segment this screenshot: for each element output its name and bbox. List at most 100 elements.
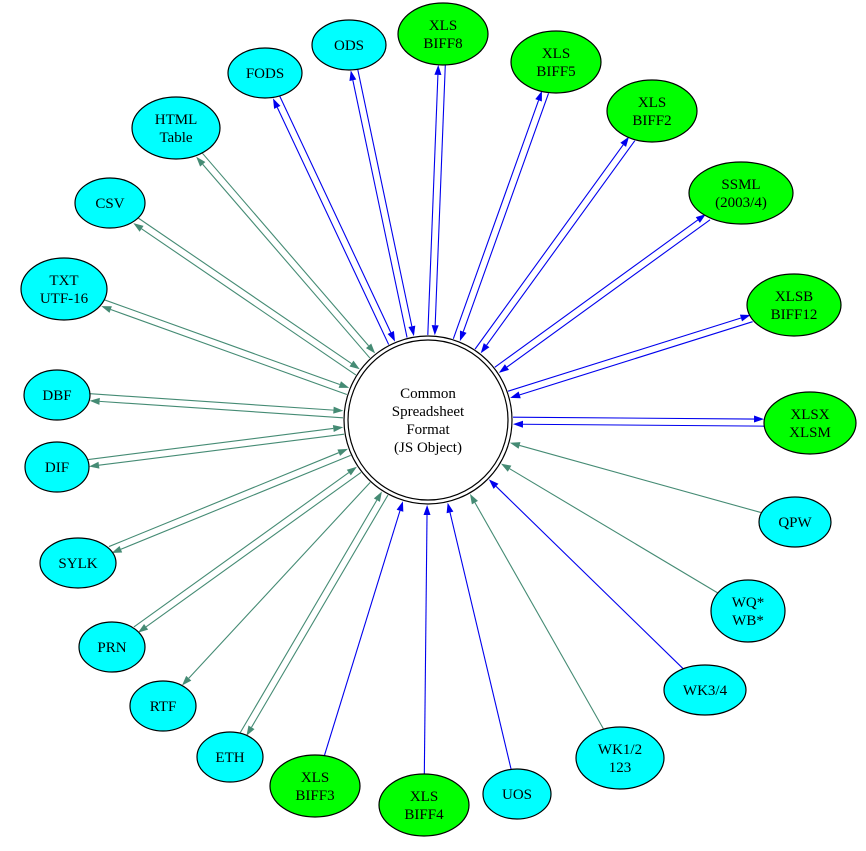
edge-xlsb-read: [519, 321, 753, 396]
node-ellipse-rtf: [129, 680, 197, 732]
node-label-dbf: DBF: [42, 388, 71, 404]
arrowhead-xls-biff2-read: [480, 343, 490, 354]
edge-ods-write: [352, 80, 408, 338]
arrowhead-csv-write: [133, 223, 144, 232]
node-label-qpw: QPW: [778, 515, 812, 531]
edge-rtf-write: [188, 481, 371, 679]
arrowhead-wk34-read: [488, 479, 499, 489]
node-ellipse-dbf: [23, 369, 91, 421]
center-outer-circle: [343, 335, 513, 505]
node-uos: UOS: [482, 768, 552, 820]
arrowhead-ssml-write: [695, 214, 706, 223]
node-ellipse-xlsx: [763, 391, 857, 455]
edge-dif-read: [88, 427, 334, 461]
arrowhead-wk12-read: [469, 493, 478, 505]
edge-html-table-read: [201, 151, 369, 347]
edge-csv-write: [141, 228, 357, 376]
edge-eth-read: [239, 499, 378, 733]
edge-wk34-read: [495, 485, 684, 670]
node-ellipse-uos: [482, 768, 552, 820]
edge-xls-biff5-write: [452, 100, 540, 339]
edge-sylk-write: [120, 454, 351, 550]
node-rtf: RTF: [129, 680, 197, 732]
edge-xlsx-write: [513, 416, 755, 420]
node-ellipse-qpw: [758, 496, 832, 548]
center-inner-circle: [347, 339, 509, 501]
arrowhead-xls-biff5-write: [535, 90, 542, 102]
node-ellipse-xls-biff8: [397, 2, 489, 66]
arrowhead-xls-biff8-write: [434, 64, 442, 75]
arrowhead-sylk-read: [337, 448, 348, 456]
node-ellipse-txt: [20, 257, 108, 321]
node-fods: FODS: [227, 47, 303, 99]
node-wq-wb: WQ*WB*: [710, 579, 786, 643]
arrowhead-xlsx-write: [754, 415, 765, 423]
edge-prn-read: [133, 472, 350, 628]
arrowhead-xls-biff4-read: [423, 504, 431, 516]
edge-txt-write: [110, 309, 348, 396]
node-ellipse-xls-biff3: [269, 754, 361, 818]
node-label-rtf: RTF: [150, 699, 177, 715]
arrowhead-wq-wb-read: [500, 463, 512, 472]
edge-csv-read: [136, 216, 352, 365]
node-label-wk34: WK3/4: [683, 683, 728, 699]
node-ellipse-eth: [196, 731, 264, 783]
node-label-eth: ETH: [215, 750, 244, 766]
node-eth: ETH: [196, 731, 264, 783]
arrowhead-fods-write: [273, 98, 281, 109]
node-ellipse-wq-wb: [710, 579, 786, 643]
node-ellipse-wk34: [663, 664, 747, 716]
edge-ssml-read: [506, 219, 711, 368]
edge-xls-biff2-write: [474, 144, 624, 350]
edge-uos-read: [449, 512, 512, 770]
edge-wq-wb-read: [509, 468, 719, 594]
arrowhead-dif-read: [332, 424, 344, 432]
edge-ods-read: [357, 68, 413, 327]
arrowhead-dbf-read: [333, 406, 344, 414]
node-label-sylk: SYLK: [58, 556, 97, 572]
arrowhead-txt-read: [338, 381, 350, 388]
arrowhead-csv-read: [349, 360, 360, 370]
edge-sylk-read: [108, 452, 339, 548]
edge-fods-write: [276, 107, 390, 345]
arrowhead-prn-write: [137, 623, 149, 633]
node-dbf: DBF: [23, 369, 91, 421]
edge-ssml-write: [494, 219, 699, 368]
edge-xls-biff8-read: [434, 65, 446, 326]
node-csv: CSV: [74, 177, 146, 229]
node-ods: ODS: [311, 19, 387, 71]
edges-layer: [88, 64, 765, 775]
arrowhead-sylk-write: [111, 546, 123, 554]
arrowhead-xls-biff8-read: [431, 325, 439, 336]
edge-xls-biff4-read: [423, 514, 428, 775]
arrowhead-rtf-write: [181, 675, 192, 686]
node-label-prn: PRN: [97, 640, 126, 656]
arrowhead-qpw-read: [509, 442, 521, 449]
edge-xls-biff2-read: [486, 140, 636, 346]
node-label-ssml: SSML(2003/4): [715, 177, 767, 211]
node-dif: DIF: [24, 441, 90, 493]
arrowhead-xls-biff2-write: [620, 136, 630, 147]
edge-dbf-write: [99, 400, 343, 419]
node-ellipse-sylk: [39, 537, 117, 589]
node-ellipse-ods: [311, 19, 387, 71]
edge-wk12-read: [474, 502, 605, 730]
edge-dbf-read: [90, 393, 334, 411]
arrowhead-eth-read: [373, 491, 382, 502]
edge-txt-read: [103, 299, 340, 386]
